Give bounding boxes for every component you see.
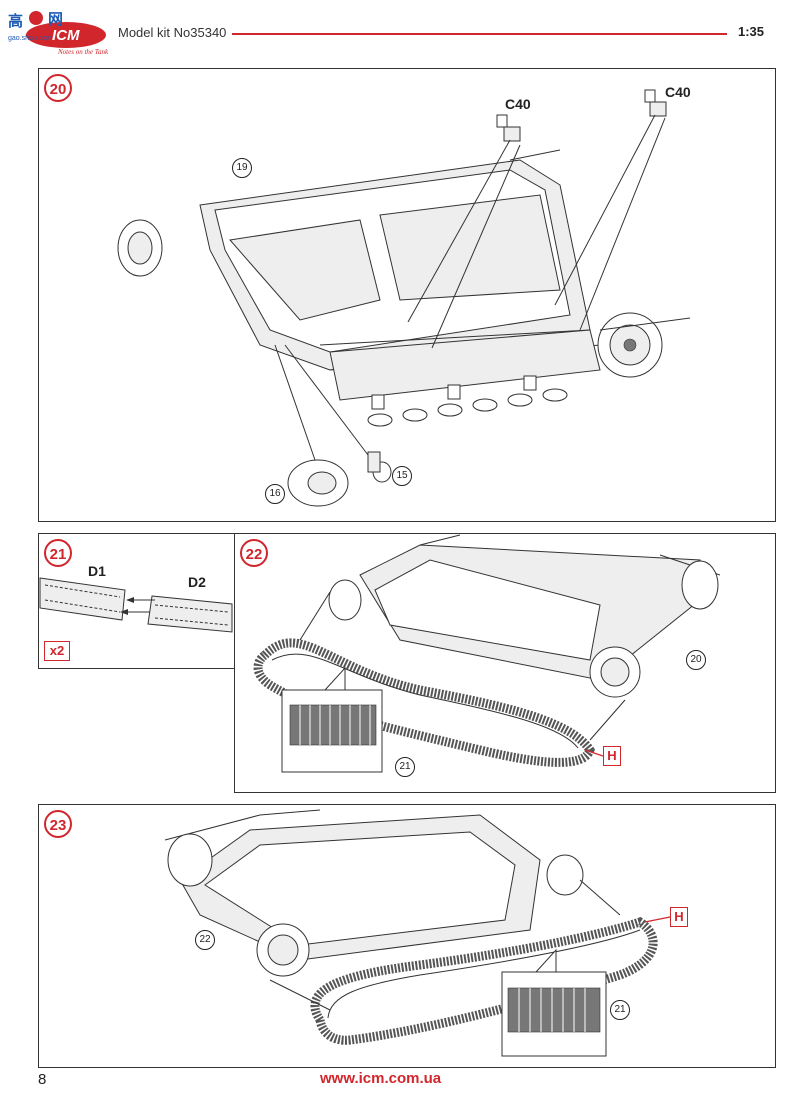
part-d1-label: D1 [88,563,106,579]
step-22-badge: 22 [240,539,268,567]
step-23-badge: 23 [44,810,72,838]
svg-text:ICM: ICM [52,27,80,44]
kit-title: Model kit No35340 [118,25,227,40]
part-d2-label: D2 [188,574,206,590]
callout-22: 22 [195,930,215,950]
quantity-badge: x2 [44,641,70,661]
callout-20: 20 [686,650,706,670]
paint-tag-h: H [670,907,688,927]
callout-19: 19 [232,158,252,178]
track-link-detail [289,704,377,746]
callout-21: 21 [610,1000,630,1020]
page-number: 8 [38,1071,47,1088]
logo-graphic: ICM 高 网 gao.shou.com Notes on the Tank [8,10,109,56]
step-20-badge: 20 [44,74,72,102]
callout-15: 15 [392,466,412,486]
svg-text:网: 网 [48,10,63,28]
header-divider [232,33,727,35]
part-ref-c40-left: C40 [505,96,531,112]
scale-label: 1:35 [738,24,765,39]
track-link-detail [507,987,601,1033]
svg-text:gao.shou.com: gao.shou.com [8,35,52,42]
svg-text:Notes on the Tank: Notes on the Tank [57,48,109,56]
svg-text:高: 高 [8,12,23,30]
paint-tag-h: H [603,746,621,766]
callout-16: 16 [265,484,285,504]
icm-logo: ICM 高 网 gao.shou.com Notes on the Tank [6,6,110,56]
callout-21: 21 [395,757,415,777]
step-21-badge: 21 [44,539,72,567]
website-link[interactable]: www.icm.com.ua [320,1070,442,1087]
part-ref-c40-right: C40 [665,84,691,100]
